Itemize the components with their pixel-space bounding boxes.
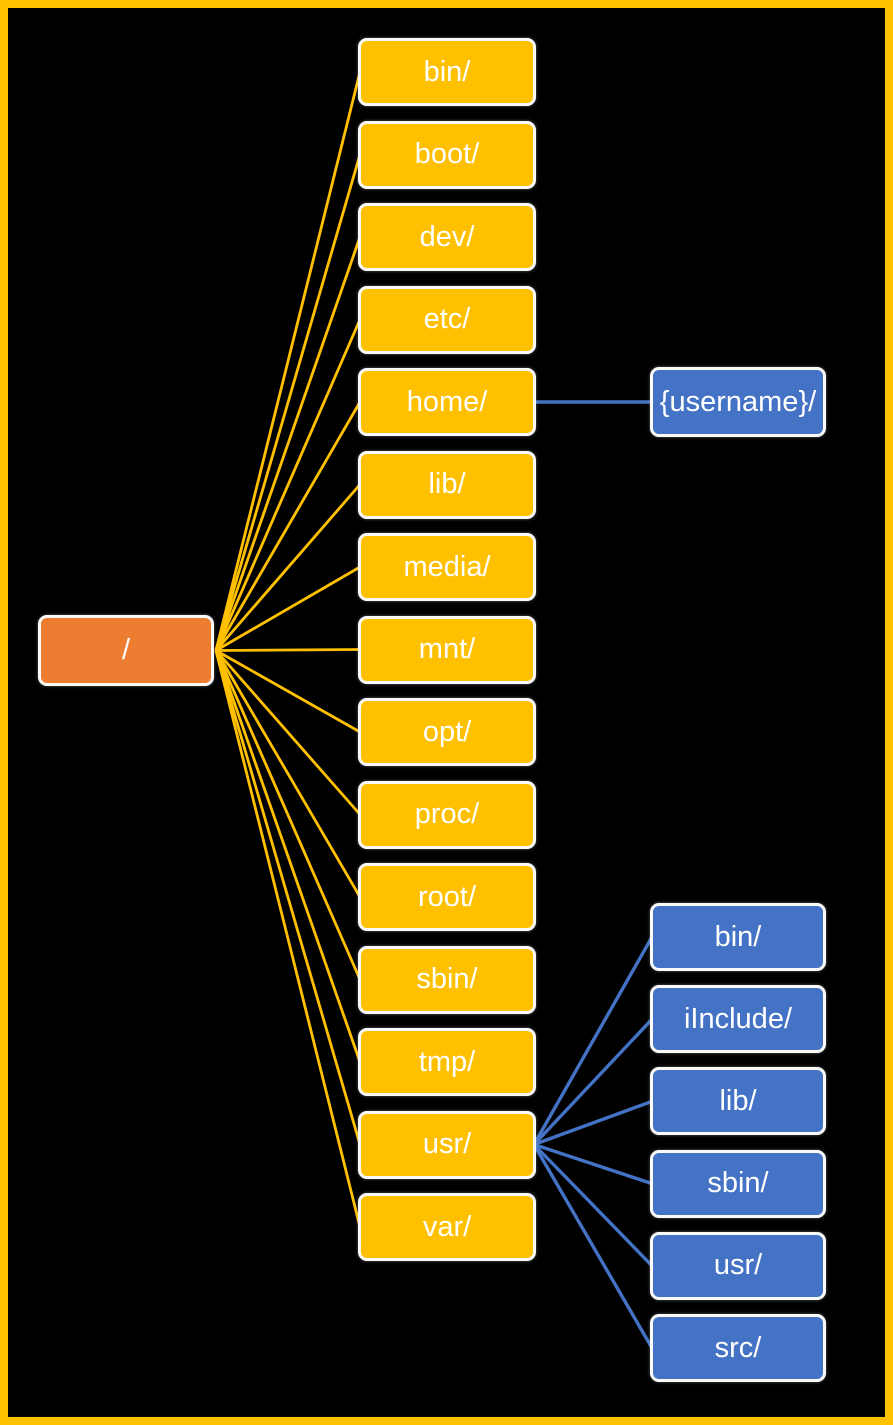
connector-root-dev [214,236,362,651]
connector-root-var [214,650,362,1228]
node-usr-iinclude: iInclude/ [650,985,826,1054]
node-root: root/ [358,863,536,931]
node-root-slash: / [38,615,214,686]
node-var: var/ [358,1193,536,1261]
node-boot: boot/ [358,120,536,189]
node-proc: proc/ [358,780,536,849]
node-home-username: {username}/ [650,367,826,437]
connector-root-root [214,649,362,898]
node-usr-sbin: sbin/ [650,1149,826,1218]
node-lib: lib/ [358,450,536,519]
connector-usr-sbin [533,1142,653,1186]
node-usr-bin: bin/ [650,903,826,971]
connector-root-home [214,401,362,652]
node-bin: bin/ [358,38,536,106]
connector-root-media [215,565,361,652]
connector-usr-bin [532,936,654,1146]
node-media: media/ [358,533,536,601]
node-dev: dev/ [358,203,536,271]
connector-root-boot [214,154,362,651]
node-mnt: mnt/ [358,615,536,684]
connector-root-mnt [215,648,361,652]
connector-root-etc [214,318,362,652]
connector-usr-lib [533,1099,653,1147]
connector-usr-src [532,1143,654,1349]
node-usr-src: src/ [650,1314,826,1382]
connector-root-lib [214,483,362,652]
connector-root-proc [214,649,362,816]
node-etc: etc/ [358,285,536,354]
node-home: home/ [358,368,536,436]
connector-root-tmp [214,650,362,1063]
connector-root-opt [215,649,361,734]
node-usr: usr/ [358,1110,536,1179]
node-tmp: tmp/ [358,1028,536,1096]
node-usr-usr: usr/ [650,1231,826,1300]
connector-usr-iinclude [532,1018,654,1146]
connector-root-sbin [214,649,362,981]
node-sbin: sbin/ [358,945,536,1014]
node-usr-lib: lib/ [650,1067,826,1136]
connector-root-usr [214,650,362,1145]
connector-usr-usr [532,1143,654,1267]
node-opt: opt/ [358,698,536,766]
connector-root-bin [214,71,362,651]
